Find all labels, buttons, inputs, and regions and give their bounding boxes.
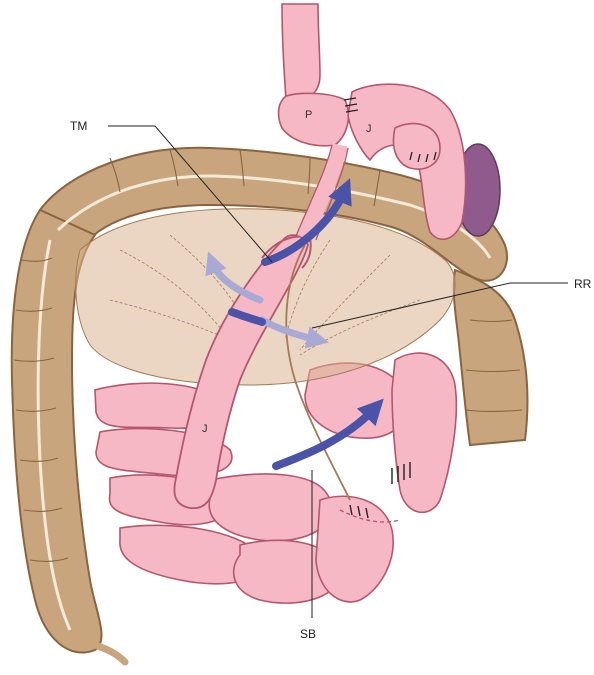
mesenteric-vessel [285, 244, 351, 501]
label-tm: TM [70, 119, 87, 133]
descending-colon [452, 268, 529, 447]
gastric-pouch [277, 92, 350, 147]
arrow-dark-upper [261, 178, 352, 266]
colon-haustra [13, 149, 523, 562]
colon-inner-line-left [36, 239, 72, 631]
remnant-stomach [347, 83, 467, 241]
upper-gi [277, 3, 501, 241]
label-jejunum-lower: J [202, 423, 208, 435]
arrow-light-left [205, 251, 264, 304]
stomach-curl [392, 122, 441, 170]
small-bowel-loops [94, 352, 458, 604]
arrow-dark-lower [272, 398, 384, 470]
roux-limb-connection [297, 143, 348, 241]
bowel-loop-bottom-3 [232, 539, 341, 604]
ascending-colon [10, 208, 103, 654]
staple-lines-upper [343, 97, 437, 163]
leader-lines [108, 125, 568, 618]
esophagus [281, 3, 321, 101]
leader-rr [311, 282, 568, 329]
label-jejunum-upper: J [366, 123, 372, 135]
bowel-loop-right-3 [391, 352, 458, 514]
arrow-dark-mid [228, 308, 266, 326]
biliopancreatic-limb [339, 509, 401, 523]
flow-arrows [205, 178, 384, 470]
leader-tm [108, 125, 273, 263]
bowel-loop-bottom-2 [208, 473, 332, 542]
label-sb: SB [300, 627, 316, 641]
bowel-loop-right-2 [315, 495, 394, 603]
colon-tail [91, 641, 129, 666]
label-pouch: P [305, 109, 312, 121]
label-rr: RR [574, 277, 592, 291]
arrow-light-right [258, 316, 329, 349]
staple-lines-lower [349, 462, 411, 519]
roux-limb-jejunum [173, 234, 309, 510]
